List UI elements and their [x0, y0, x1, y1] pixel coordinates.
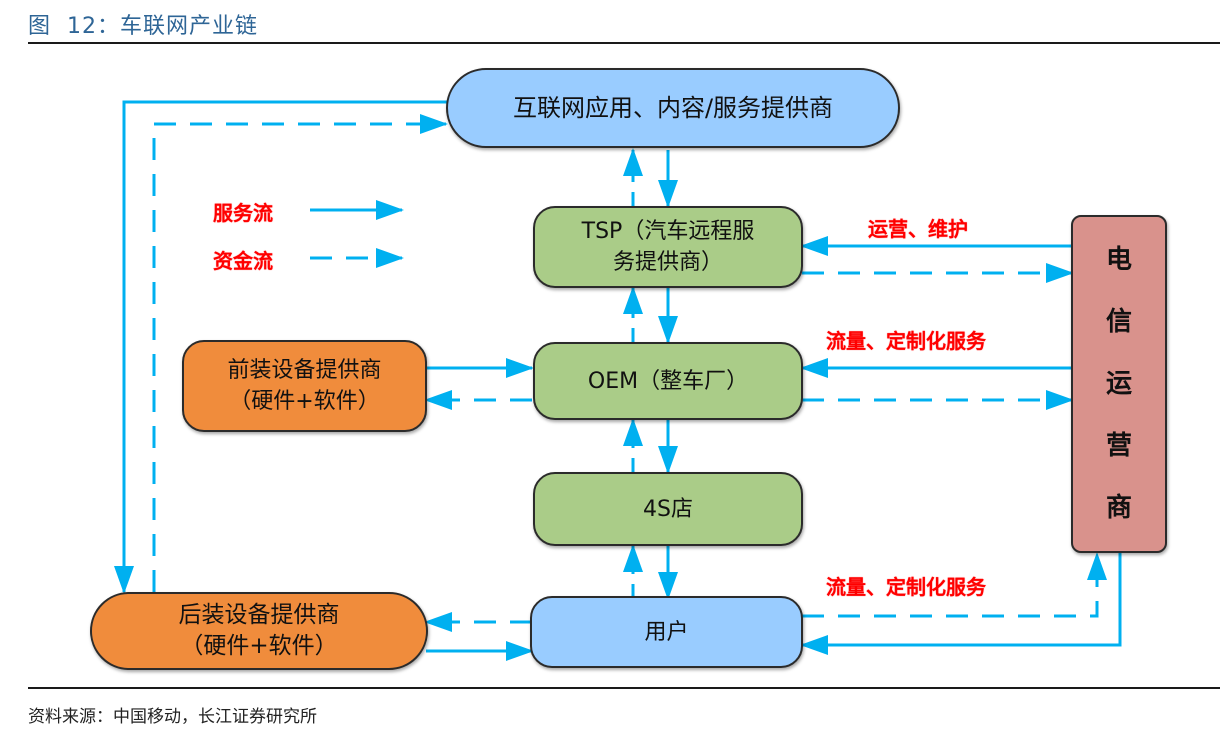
- node-user-label: 用户: [644, 619, 689, 645]
- node-4s-shop: 4S店: [533, 472, 803, 546]
- node-telecom-char: 信: [1105, 307, 1132, 337]
- node-telecom-char: 电: [1105, 245, 1132, 275]
- telecom-to-user-arrow: [800, 552, 1122, 655]
- node-tsp-line2: 务提供商）: [612, 250, 723, 275]
- node-internet-label: 互联网应用、内容/服务提供商: [512, 93, 834, 122]
- figure-source: 资料来源：中国移动，长江证券研究所: [28, 707, 317, 727]
- node-internet-providers: 互联网应用、内容/服务提供商: [446, 68, 900, 148]
- node-user: 用户: [530, 596, 803, 668]
- node-tsp: TSP（汽车远程服 务提供商）: [533, 206, 803, 288]
- edge-label-traffic-user: 流量、定制化服务: [826, 575, 986, 599]
- node-front-line2: （硬件+软件）: [229, 389, 380, 414]
- node-rear-line1: 后装设备提供商: [178, 602, 340, 628]
- rear-to-internet-arrow: [152, 114, 448, 592]
- node-rear-equipment: 后装设备提供商 （硬件+软件）: [90, 592, 428, 670]
- user-to-telecom-arrow: [802, 552, 1107, 618]
- node-oem: OEM（整车厂）: [533, 342, 803, 420]
- edge-label-traffic-oem: 流量、定制化服务: [826, 329, 986, 353]
- node-telecom-char: 商: [1105, 493, 1132, 523]
- node-4s-label: 4S店: [643, 496, 693, 522]
- internet-to-rear-arrow: [114, 100, 448, 594]
- top-divider: [28, 42, 1220, 44]
- figure-title: 图 12：车联网产业链: [28, 14, 258, 39]
- bottom-divider: [28, 687, 1220, 689]
- node-front-equipment: 前装设备提供商 （硬件+软件）: [182, 340, 427, 432]
- node-rear-line2: （硬件+软件）: [180, 633, 338, 659]
- node-tsp-line1: TSP（汽车远程服: [581, 219, 755, 244]
- legend-service-label: 服务流: [213, 201, 273, 225]
- node-front-line1: 前装设备提供商: [227, 358, 382, 383]
- legend-capital-label: 资金流: [213, 249, 273, 273]
- node-telecom-char: 营: [1105, 431, 1132, 461]
- node-telecom-operator: 电 信 运 营 商: [1071, 215, 1167, 553]
- edge-label-ops-maintenance: 运营、维护: [868, 217, 968, 241]
- node-telecom-char: 运: [1105, 369, 1132, 399]
- node-oem-label: OEM（整车厂）: [587, 368, 749, 394]
